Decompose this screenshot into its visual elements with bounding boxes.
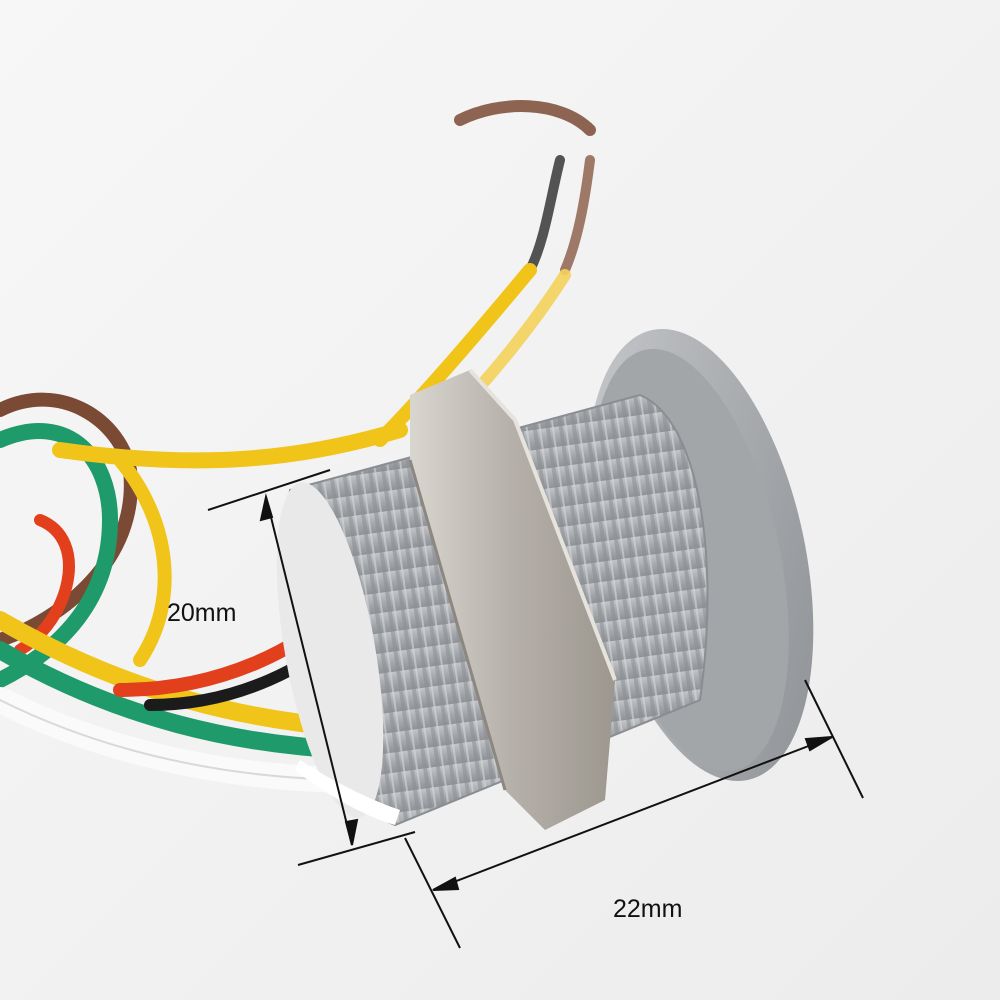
- height-arrow-line: [265, 496, 353, 846]
- height-dimension-label: 20mm: [167, 599, 237, 627]
- width-extension-left: [404, 837, 461, 949]
- width-extension-right: [804, 679, 864, 799]
- height-extension-top: [207, 469, 331, 511]
- height-arrow-head-top: [259, 493, 274, 522]
- width-arrow-line: [432, 736, 833, 891]
- dimension-lines: [207, 469, 864, 949]
- width-dimension-label: 22mm: [613, 895, 683, 923]
- sensor-opening: [276, 482, 400, 825]
- hex-nut: [408, 368, 617, 830]
- width-arrow-head-left: [432, 876, 460, 891]
- height-extension-bottom: [297, 831, 416, 866]
- width-arrow-head-right: [804, 736, 833, 752]
- height-arrow-head-bottom: [344, 818, 359, 846]
